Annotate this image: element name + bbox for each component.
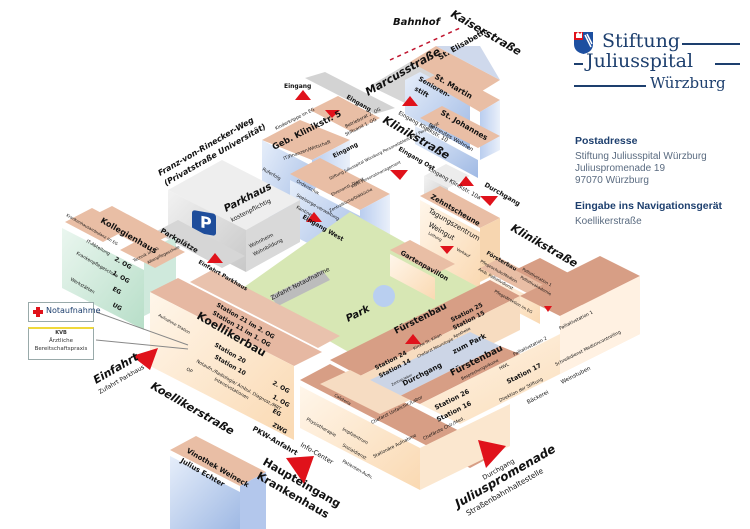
- durchgang-zum-park: [370, 332, 500, 396]
- label-kh-ug: UG: [111, 302, 123, 313]
- leader-line-notaufnahme: [95, 311, 189, 346]
- area-parkplaetze: [155, 220, 245, 268]
- label-franz-weg: Franz-von-Rinecker-Weg: [157, 115, 256, 177]
- navigation-heading: Eingabe ins Navigationsgerät: [575, 200, 723, 212]
- roof-st-johannes: [420, 106, 500, 148]
- postal-address-block: Postadresse Stiftung Juliusspital Würzbu…: [575, 135, 750, 187]
- legend-bereitschaft-line1: Ärztliche: [48, 338, 74, 344]
- legend-bereitschaftspraxis: KVB Ärztliche Bereitschaftspraxis: [28, 327, 94, 360]
- logo-text-wuerzburg: Würzburg: [650, 74, 726, 92]
- navigation-value: Koellikerstraße: [575, 216, 642, 227]
- entrance-marker-icon: [390, 170, 408, 180]
- label-floor-eg: EG: [271, 408, 282, 419]
- coat-of-arms-icon: [574, 32, 593, 54]
- parking-icon: [192, 210, 216, 236]
- building-koellikerbau: [150, 270, 340, 440]
- seniorenstift-complex: [370, 46, 500, 178]
- logo-rule: [574, 63, 583, 65]
- entrance-marker-icon: [295, 90, 311, 100]
- logo-text-juliusspital: Juliusspital: [586, 50, 694, 72]
- entrance-marker-icon: [544, 306, 552, 312]
- legend-notaufnahme: Notaufnahme: [28, 302, 101, 322]
- path-bahnhof: [389, 27, 461, 61]
- logo-text-stiftung: Stiftung: [602, 30, 681, 52]
- entrance-marker-icon: [405, 334, 421, 344]
- kvb-logo-icon: KVB: [55, 330, 67, 336]
- address-panel: Postadresse Stiftung Juliusspital Würzbu…: [575, 135, 750, 241]
- entrance-marker-icon: [440, 246, 454, 254]
- building-zehntscheune: [390, 164, 500, 300]
- label-op: OP: [185, 367, 194, 375]
- legend-bereitschaft-line2: Bereitschaftspraxis: [34, 346, 88, 352]
- postal-line-1: Stiftung Juliusspital Würzburg: [575, 151, 707, 162]
- label-bahnhof: Bahnhof: [393, 17, 442, 28]
- building-fuerstenbau: [300, 256, 640, 490]
- entrance-marker-icon: [306, 212, 322, 222]
- logo-rule: [715, 63, 740, 65]
- legend-notaufnahme-label: Notaufnahme: [46, 306, 101, 315]
- entrance-marker-icon: [480, 196, 498, 206]
- logo-rule: [682, 43, 740, 45]
- navigation-block: Eingabe ins Navigationsgerät Koellikerst…: [575, 200, 750, 228]
- label-kh-eg: EG: [111, 286, 122, 297]
- postal-line-2: Juliuspromenade 19: [575, 163, 666, 174]
- entrance-marker-icon: [207, 253, 223, 263]
- road-zufahrt-notaufnahme: [270, 270, 330, 306]
- entrance-marker-icon: [325, 110, 340, 118]
- roof-st-martin: [425, 70, 500, 112]
- label-hwl: HWL: [498, 362, 510, 372]
- roof-gartenpavillon: [390, 240, 455, 274]
- red-cross-icon: [33, 307, 43, 317]
- entrance-marker-icon: [286, 456, 314, 484]
- park-fountain: [373, 285, 395, 307]
- entrance-marker-icon: [402, 96, 418, 106]
- entrance-markers: [132, 90, 552, 484]
- roof-st-elisabeth: [410, 46, 500, 96]
- label-eingang-a: Eingang: [284, 83, 311, 90]
- postal-line-3: 97070 Würzburg: [575, 175, 649, 186]
- logo-stiftung-juliusspital: Stiftung Juliusspital Würzburg: [574, 30, 744, 100]
- entrance-marker-icon: [458, 176, 474, 186]
- building-vinothek: [170, 436, 266, 529]
- logo-rule: [574, 85, 646, 87]
- road-marcusstrasse: [305, 72, 395, 114]
- entrance-marker-icon: [132, 348, 158, 370]
- label-baeckerei: Bäckerei: [526, 390, 550, 406]
- entrance-marker-icon: [478, 440, 506, 468]
- parking-icon-letter: P: [200, 212, 212, 233]
- postal-heading: Postadresse: [575, 135, 638, 147]
- leader-line-bereitschaft: [95, 339, 189, 350]
